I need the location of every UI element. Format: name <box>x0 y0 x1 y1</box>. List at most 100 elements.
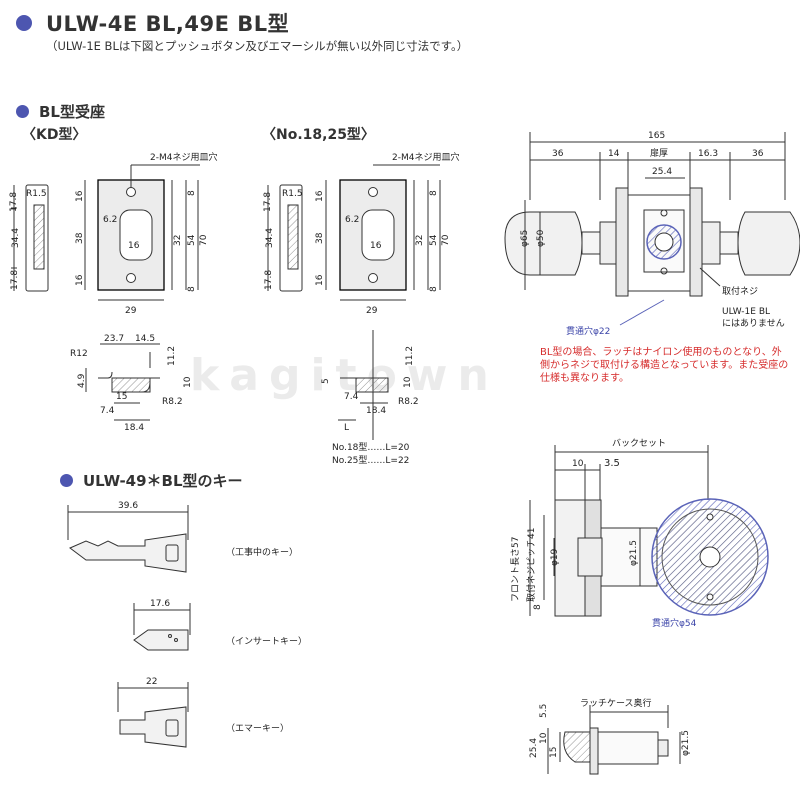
kd-dim: 23.7 <box>104 334 124 344</box>
svg-text:8: 8 <box>429 190 439 196</box>
svg-text:32: 32 <box>415 235 425 246</box>
construction-key <box>69 533 187 573</box>
key-drawings <box>67 505 191 748</box>
svg-text:25.4: 25.4 <box>652 167 672 177</box>
svg-text:25.4: 25.4 <box>529 738 539 758</box>
kd-dim: 8 <box>187 190 197 196</box>
kd-screw-label: 2-M4ネジ用皿穴 <box>150 151 217 163</box>
svg-text:10: 10 <box>539 732 549 744</box>
backset-drawing <box>529 445 769 617</box>
kd-dim: 17.8 <box>10 270 20 290</box>
latch-case-drawing <box>547 705 681 775</box>
page-header: ULW-4E BL,49E BL型 <box>16 8 289 38</box>
svg-text:165: 165 <box>648 131 665 141</box>
kd-dim: 15 <box>116 392 127 402</box>
kd-dim: 70 <box>199 234 209 246</box>
screw-pitch-label: 取付ネジピッチ41 <box>526 528 537 602</box>
svg-text:22: 22 <box>146 677 157 687</box>
screw-label: 取付ネジ <box>722 286 758 297</box>
strike-section-title: BL型受座 <box>39 103 105 121</box>
kd-dim: 16 <box>75 190 85 202</box>
kd-dim: 14.5 <box>135 334 155 344</box>
no18-strike-drawing <box>267 164 441 440</box>
backset-label: バックセット <box>612 438 666 449</box>
kd-dim: 4.9 <box>77 373 87 388</box>
svg-text:3.5: 3.5 <box>604 458 620 469</box>
page-subtitle: （ULW-1E BLは下図とプッシュボタン及びエマーシルが無い以外同じ寸法です。… <box>46 39 469 53</box>
svg-text:16: 16 <box>315 274 325 286</box>
right-rose <box>689 187 703 297</box>
kd-screw-hole-bottom <box>126 273 136 283</box>
kd-dim: 38 <box>75 232 85 244</box>
kd-dimension-labels: 17.8 R1.5 34.4 17.8 16 38 16 6.2 16 32 8… <box>9 151 217 433</box>
no18-label: 〈No.18,25型〉 <box>262 127 375 143</box>
svg-text:R8.2: R8.2 <box>398 397 419 407</box>
kd-dim: 18.4 <box>124 423 144 433</box>
knob-set-labels: 165 36 14 扉厚 16.3 36 25.4 φ65 φ50 取付ネジ U… <box>520 131 785 337</box>
svg-text:34.4: 34.4 <box>265 228 275 248</box>
kd-dim: 8 <box>187 286 197 292</box>
svg-text:7.4: 7.4 <box>344 392 359 402</box>
svg-text:17.6: 17.6 <box>150 599 170 609</box>
page-title: ULW-4E BL,49E BL型 <box>46 12 290 36</box>
kd-dim: R1.5 <box>26 189 47 199</box>
kd-label: 〈KD型〉 <box>22 127 87 143</box>
kd-side-box <box>33 204 45 270</box>
svg-text:φ65: φ65 <box>520 230 530 247</box>
svg-text:29: 29 <box>366 306 378 316</box>
emergency-key-label: （エマーキー） <box>226 723 289 734</box>
svg-text:18.4: 18.4 <box>366 406 386 416</box>
svg-text:8: 8 <box>533 604 543 610</box>
no-item-note: ULW-1E BL <box>722 307 770 317</box>
svg-text:16: 16 <box>315 190 325 202</box>
kd-dim: 34.4 <box>11 228 21 248</box>
svg-text:16: 16 <box>370 241 382 251</box>
svg-text:扉厚: 扉厚 <box>650 147 668 159</box>
kd-dim: 7.4 <box>100 406 115 416</box>
kd-dim: 16 <box>128 241 140 251</box>
svg-text:16.3: 16.3 <box>698 149 718 159</box>
kd-strike-drawing <box>11 164 200 421</box>
no18-length-note: No.18型……L=20 <box>332 442 410 453</box>
bullet-icon <box>16 105 29 118</box>
latch-bolt <box>563 731 591 763</box>
insert-key-label: （インサートキー） <box>226 636 307 647</box>
kd-latch-hole <box>119 209 153 261</box>
svg-text:17.8: 17.8 <box>264 270 274 290</box>
svg-text:54: 54 <box>429 234 439 246</box>
watermark: kagitown <box>190 350 499 401</box>
key-labels: 39.6 （工事中のキー） 17.6 （インサートキー） 22 （エマーキー） <box>118 501 307 734</box>
svg-text:11.2: 11.2 <box>405 346 415 366</box>
kd-dim: R12 <box>70 349 88 359</box>
construction-key-label: （工事中のキー） <box>226 546 298 558</box>
through-hole-54-label: 貫通穴φ54 <box>652 617 697 629</box>
svg-text:70: 70 <box>441 234 451 246</box>
svg-text:5: 5 <box>321 378 331 384</box>
left-rose <box>615 187 629 297</box>
svg-text:5.5: 5.5 <box>539 704 549 718</box>
svg-text:8: 8 <box>429 286 439 292</box>
latch-body <box>597 731 659 765</box>
svg-text:φ21.5: φ21.5 <box>681 730 691 756</box>
key-section-title: ULW-49＊BL型のキー <box>83 472 243 490</box>
svg-text:15: 15 <box>549 747 559 758</box>
front-length-label: フロント長さ57 <box>510 537 521 602</box>
svg-text:36: 36 <box>752 149 764 159</box>
kd-dim: R8.2 <box>162 397 183 407</box>
left-knob-neck <box>581 231 601 255</box>
svg-text:39.6: 39.6 <box>118 501 138 511</box>
no-item-note-2: にはありません <box>722 318 785 329</box>
left-knob <box>504 211 583 276</box>
latch-depth-label: ラッチケース奥行 <box>580 697 652 709</box>
bullet-icon <box>60 474 73 487</box>
kd-dim: 6.2 <box>103 215 117 225</box>
svg-text:17.8: 17.8 <box>263 192 273 212</box>
no18-dimension-labels: 17.8 R1.5 34.4 17.8 16 38 16 6.2 16 32 8… <box>263 151 459 466</box>
kd-screw-hole-top <box>126 187 136 197</box>
latch-case-labels: ラッチケース奥行 5.5 10 25.4 15 φ21.5 <box>529 697 691 758</box>
svg-text:10: 10 <box>403 376 413 388</box>
svg-text:6.2: 6.2 <box>345 215 359 225</box>
emergency-key <box>119 706 187 748</box>
